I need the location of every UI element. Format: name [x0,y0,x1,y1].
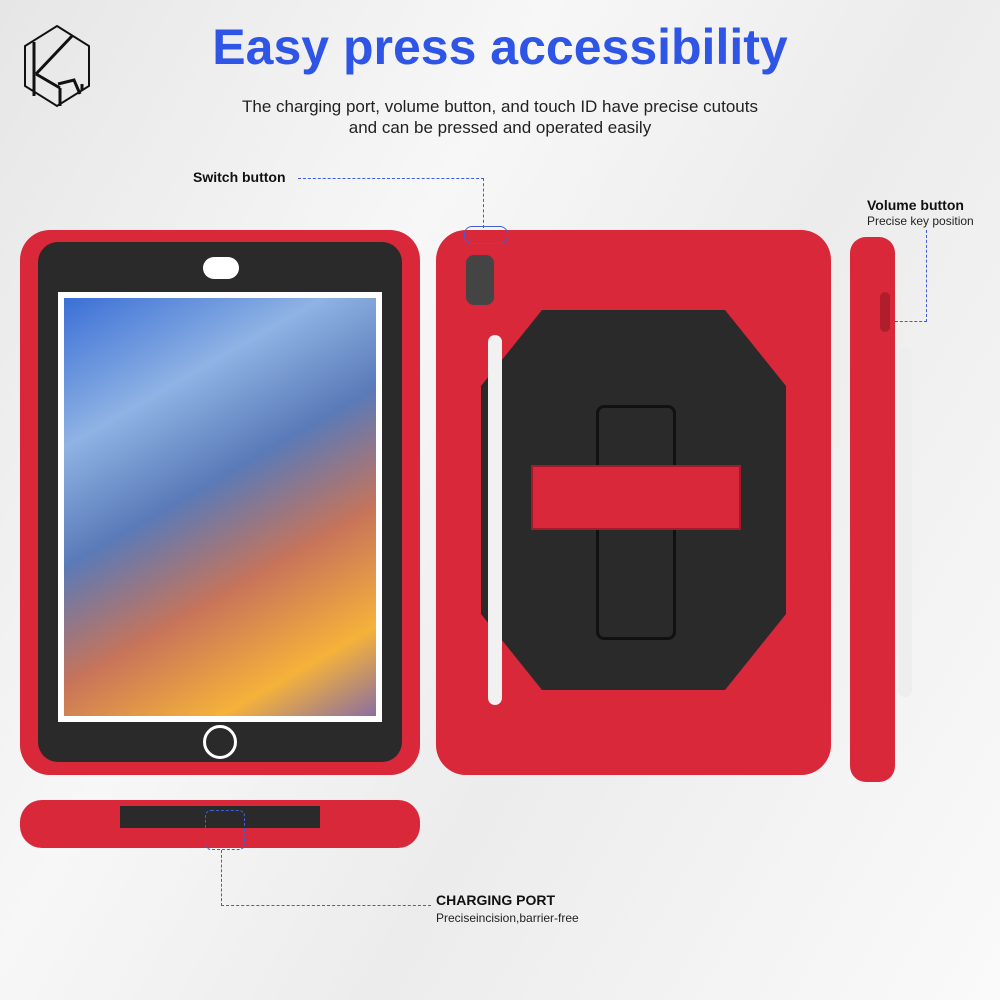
rear-camera [466,255,494,305]
tablet-side-view [850,237,912,782]
subtitle: The charging port, volume button, and to… [0,96,1000,138]
tablet-front-view [20,230,420,775]
tablet-back-view [436,230,831,775]
charging-port-label: CHARGING PORT [436,892,555,908]
stylus-pen [488,335,502,705]
home-button [203,725,237,759]
page-title: Easy press accessibility [212,19,788,75]
volume-button [880,292,890,332]
subtitle-line-2: and can be pressed and operated easily [348,118,652,137]
camera-cutout [203,257,239,279]
tablet-bottom-view [20,800,420,850]
switch-button-label: Switch button [193,169,286,185]
switch-button-marker [464,226,508,244]
charging-port-cutout [205,810,245,850]
hexagon-logo-icon [24,24,90,108]
subtitle-line-1: The charging port, volume button, and to… [242,97,758,116]
volume-button-label: Volume button [867,197,964,213]
charging-port-detail: Preciseincision,barrier-free [436,911,579,925]
tablet-screen [64,298,376,716]
volume-button-detail: Precise key position [867,214,974,228]
